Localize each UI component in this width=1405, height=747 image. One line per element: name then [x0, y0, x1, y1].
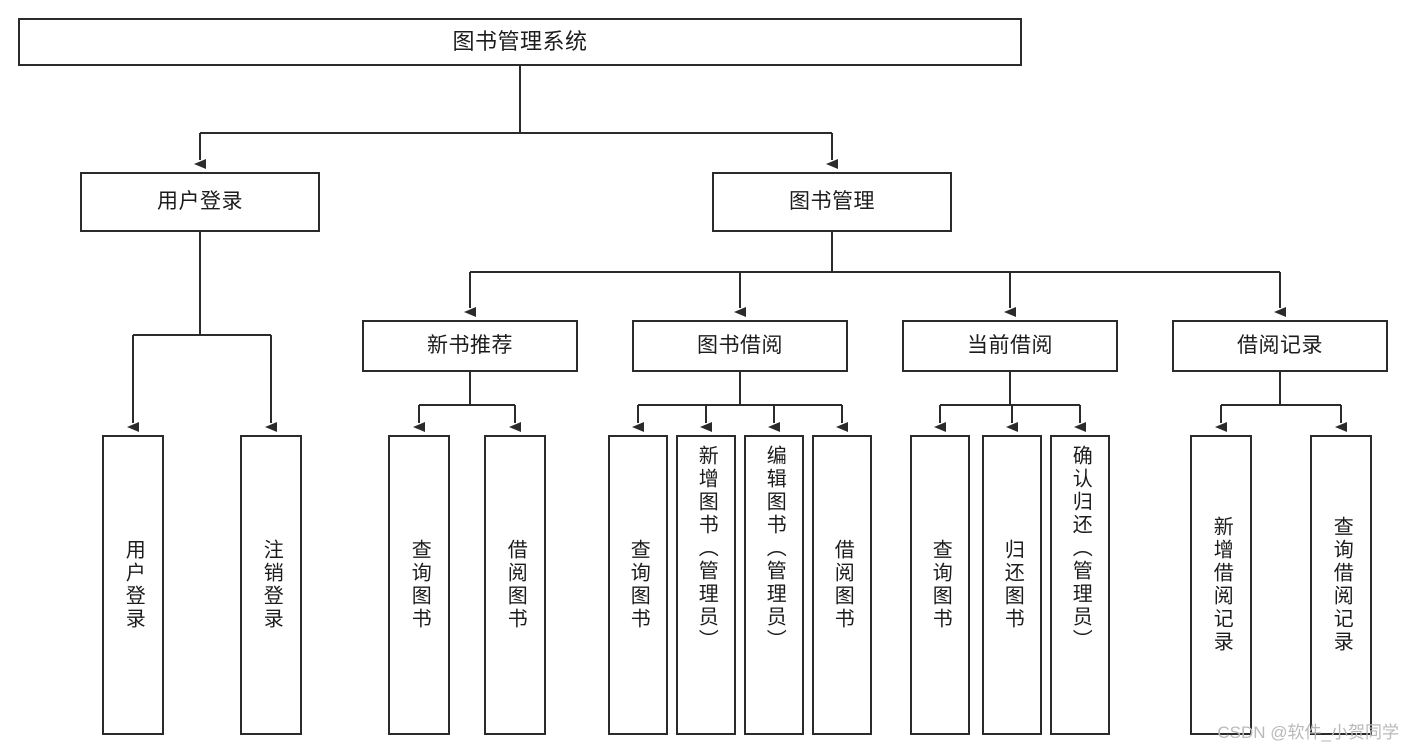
node-root[interactable]: 图书管理系统 [18, 18, 1022, 66]
node-l-b2[interactable]: 借阅图书 [812, 435, 872, 735]
node-l-q3[interactable]: 查询图书 [910, 435, 970, 735]
node-label: 借阅图书 [504, 539, 527, 631]
node-label: 当前借阅 [967, 334, 1053, 358]
node-l-q2[interactable]: 查询图书 [608, 435, 668, 735]
node-l-add[interactable]: 新增图书（管理员） [676, 435, 736, 735]
node-l-addrec[interactable]: 新增借阅记录 [1190, 435, 1252, 735]
node-label: 归还图书 [1001, 539, 1024, 631]
node-l-conf[interactable]: 确认归还（管理员） [1050, 435, 1110, 735]
node-label: 图书管理系统 [452, 28, 588, 54]
node-records[interactable]: 借阅记录 [1172, 320, 1388, 372]
node-label: 编辑图书（管理员） [763, 445, 786, 652]
node-label: 借阅记录 [1237, 334, 1323, 358]
node-label: 图书借阅 [697, 334, 783, 358]
node-l-ret[interactable]: 归还图书 [982, 435, 1042, 735]
node-current[interactable]: 当前借阅 [902, 320, 1118, 372]
node-label: 查询图书 [929, 539, 952, 631]
node-label: 用户登录 [157, 190, 243, 214]
node-newrec[interactable]: 新书推荐 [362, 320, 578, 372]
node-borrow[interactable]: 图书借阅 [632, 320, 848, 372]
node-l-q1[interactable]: 查询图书 [388, 435, 450, 735]
node-l-logout[interactable]: 注销登录 [240, 435, 302, 735]
node-login[interactable]: 用户登录 [80, 172, 320, 232]
edge-group [127, 66, 1347, 432]
node-label: 查询借阅记录 [1330, 516, 1353, 654]
node-label: 查询图书 [627, 539, 650, 631]
node-label: 确认归还（管理员） [1069, 445, 1092, 652]
node-label: 新增借阅记录 [1210, 516, 1233, 654]
node-l-edit[interactable]: 编辑图书（管理员） [744, 435, 804, 735]
node-label: 图书管理 [789, 190, 875, 214]
node-l-login[interactable]: 用户登录 [102, 435, 164, 735]
node-label: 借阅图书 [831, 539, 854, 631]
node-label: 新书推荐 [427, 334, 513, 358]
node-label: 用户登录 [122, 539, 145, 631]
node-label: 查询图书 [408, 539, 431, 631]
node-l-qrec[interactable]: 查询借阅记录 [1310, 435, 1372, 735]
node-label: 新增图书（管理员） [695, 445, 718, 652]
node-l-b1[interactable]: 借阅图书 [484, 435, 546, 735]
node-bookmgmt[interactable]: 图书管理 [712, 172, 952, 232]
node-label: 注销登录 [260, 539, 283, 631]
